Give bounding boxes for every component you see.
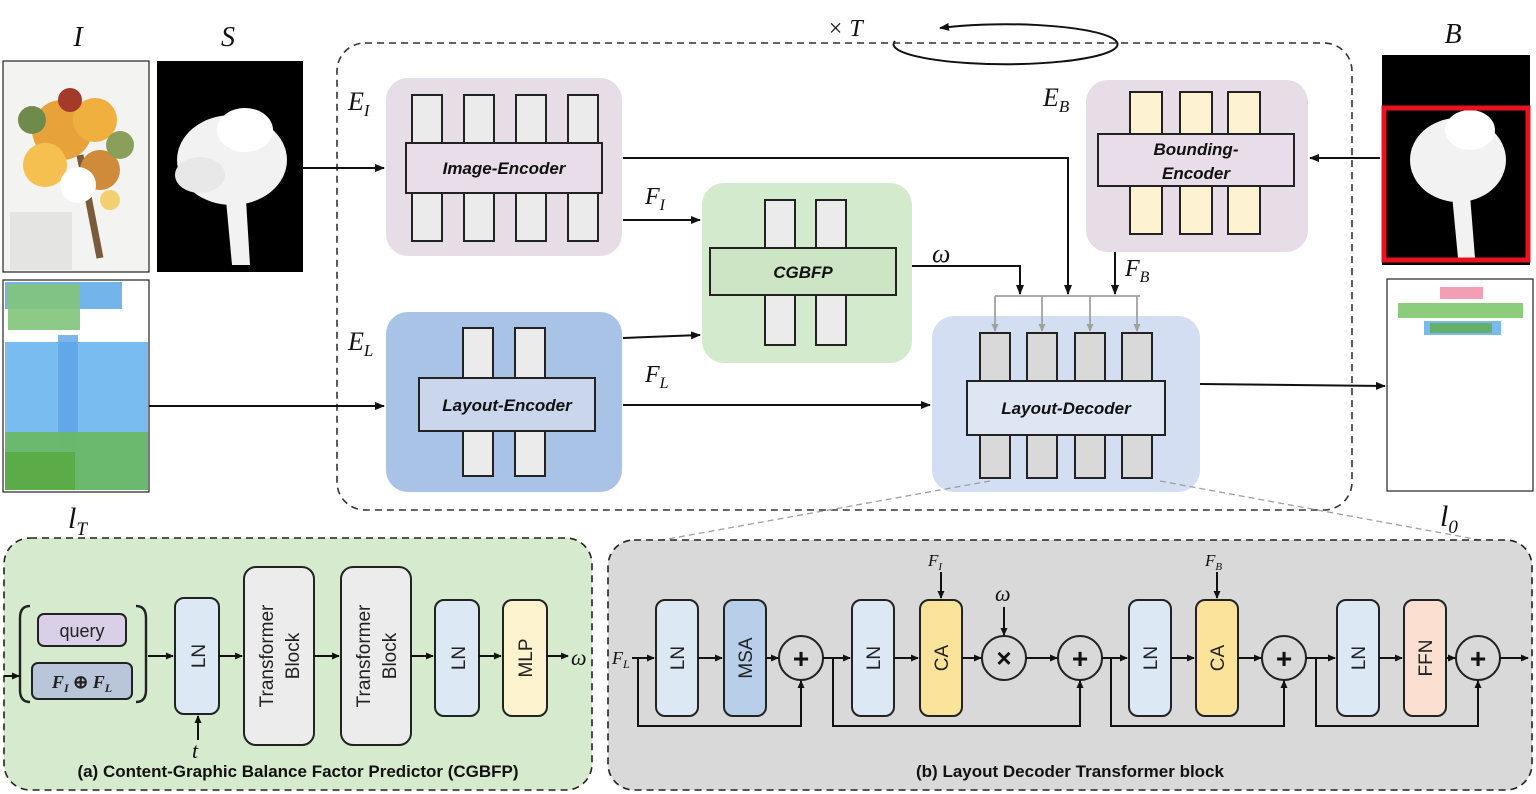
cgbfp-module: CGBFP [702, 183, 912, 363]
ca-box-label: CA [1208, 644, 1229, 671]
transformer-block-2-label-2: Block [380, 632, 401, 679]
add-3-symbol: + [1276, 643, 1292, 674]
layout-encoder: Layout-Encoder [386, 312, 622, 492]
panel-b-connections [632, 572, 1529, 727]
decoder-ln-1-label: LN [668, 646, 689, 670]
multiply-symbol: × [996, 643, 1011, 673]
decoder-ln-4-label: LN [1349, 646, 1370, 670]
image-encoder-symbol: EI [347, 87, 371, 120]
bounding-encoder: Bounding- Encoder [1086, 80, 1308, 252]
decoder-fi-label: FI [927, 551, 943, 573]
bounding-encoder-symbol: EB [1042, 83, 1070, 116]
saliency-label: S [221, 22, 235, 53]
layout-encoder-symbol: EL [347, 327, 373, 360]
layout-decoder: Layout-Decoder [932, 316, 1200, 492]
ffn-label: FFN [1416, 640, 1437, 677]
diffusion-frame [336, 42, 1353, 511]
fb-label: FB [1124, 256, 1150, 286]
ca-image-label: CA [932, 644, 953, 671]
output-layout-label: l0 [1440, 500, 1458, 538]
panel-a-caption: (a) Content-Graphic Balance Factor Predi… [77, 762, 518, 781]
decoder-omega-label: ω [995, 581, 1011, 606]
box-map [1381, 55, 1531, 265]
input-layout [2, 279, 150, 493]
cgbfp-ln-1-label: LN [189, 644, 210, 668]
decoder-ln-3-label: LN [1141, 646, 1162, 670]
top-connections [149, 154, 1386, 410]
query-token [37, 613, 127, 647]
input-layout-label: lT [68, 502, 88, 540]
omega-label: ω [932, 239, 950, 268]
decoder-ln-2-label: LN [864, 646, 885, 670]
cgbfp-ln-2-label: LN [449, 646, 470, 670]
bounding-encoder-label-1: Bounding- [1154, 140, 1239, 159]
input-image [2, 60, 150, 273]
cgbfp-label: CGBFP [773, 263, 833, 282]
left-bracket [18, 604, 31, 704]
transformer-block-1-label-1: Transformer [257, 604, 278, 707]
fl-label: FL [644, 362, 669, 392]
add-1-symbol: + [793, 643, 809, 674]
image-encoder-label: Image-Encoder [443, 159, 567, 178]
cgbfp-output-omega: ω [571, 645, 587, 670]
msa-label: MSA [736, 637, 757, 679]
zoom-lines [661, 480, 1481, 541]
timestep-label: t [192, 738, 199, 763]
transformer-block-1-label-2: Block [283, 632, 304, 679]
image-label: I [72, 22, 84, 53]
output-layout [1386, 278, 1534, 492]
decoder-distribution [991, 295, 1141, 332]
bounding-encoder-label-2: Encoder [1162, 164, 1231, 183]
image-encoder: Image-Encoder [386, 78, 622, 256]
box-label: B [1444, 19, 1461, 50]
add-2-symbol: + [1072, 643, 1088, 674]
iteration-loop: × T [827, 16, 1119, 66]
layout-decoder-label: Layout-Decoder [1001, 399, 1132, 418]
saliency-map [157, 61, 303, 272]
panel-a-connections [4, 652, 569, 740]
query-label: query [59, 621, 104, 641]
decoder-input-fl: FL [611, 648, 630, 671]
right-bracket [135, 604, 148, 704]
iteration-label: × T [827, 16, 864, 42]
panel-b-caption: (b) Layout Decoder Transformer block [916, 762, 1224, 781]
decoder-fb-label: FB [1204, 551, 1222, 573]
add-4-symbol: + [1470, 643, 1486, 674]
mlp-block [502, 599, 548, 717]
concat-token [31, 662, 133, 700]
concat-label: FI ⊕ FL [51, 672, 112, 695]
layout-encoder-label: Layout-Encoder [442, 396, 573, 415]
transformer-block-2-label-1: Transformer [354, 604, 375, 707]
mlp-label: MLP [516, 638, 537, 677]
fi-label: FI [644, 184, 666, 214]
cgbfp-ln-2 [434, 599, 480, 717]
